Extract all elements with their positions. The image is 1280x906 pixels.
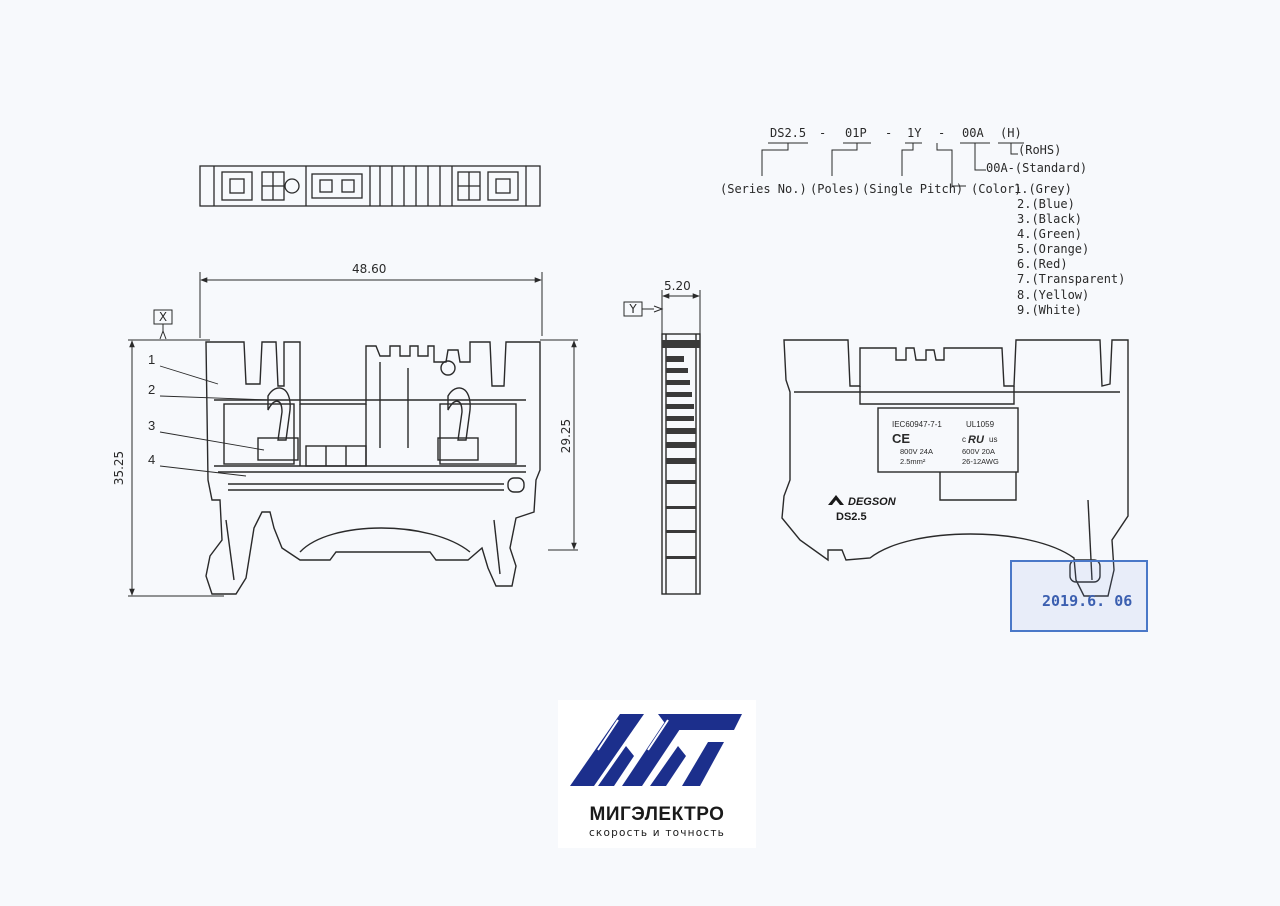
brand-tagline: скорость и точность — [588, 827, 726, 839]
color-option: 6.(Red) — [1017, 257, 1068, 271]
width-dimension: 48.60 — [352, 262, 386, 276]
iec-wire-size: 2.5mm² — [900, 457, 926, 466]
depth-dimension: 5.20 — [664, 279, 691, 293]
total-height-dimension: 35.25 — [112, 451, 126, 485]
code-sep-3: - — [938, 126, 945, 140]
color-option: 4.(Green) — [1017, 227, 1082, 241]
color-option: 5.(Orange) — [1017, 242, 1089, 256]
standard-label: 00A-(Standard) — [986, 161, 1087, 175]
ul-wire-size: 26-12AWG — [962, 457, 999, 466]
ul-standard: UL1059 — [966, 420, 995, 429]
color-option: 3.(Black) — [1017, 212, 1082, 226]
ul-recognized-mark: RU — [968, 434, 985, 446]
color-label: (Color) — [971, 182, 1022, 196]
side-view: 5.20 Y — [623, 279, 701, 595]
date-stamp: 2019.6. 06 — [1010, 560, 1148, 632]
datum-x: X — [159, 310, 167, 324]
color-option: 8.(Yellow) — [1017, 288, 1089, 302]
part-code-diagram: DS2.5 - 01P - 1Y - 00A (H) (RoHS) 00A-(S… — [720, 126, 1125, 317]
rohs-label: (RoHS) — [1018, 143, 1061, 157]
color-option: 2.(Blue) — [1017, 197, 1075, 211]
rear-view: IEC60947-7-1 UL1059 CE c RU us 800V 24A … — [781, 339, 1129, 597]
inner-height-dimension: 29.25 — [559, 419, 573, 453]
ru-us: us — [989, 435, 997, 444]
code-sep-1: - — [819, 126, 826, 140]
iec-rating: 800V 24A — [900, 447, 933, 456]
code-rohs-flag: (H) — [1000, 126, 1022, 140]
callout-3: 3 — [148, 418, 155, 433]
rating-label: IEC60947-7-1 UL1059 CE c RU us 800V 24A … — [892, 420, 999, 466]
top-view — [199, 165, 541, 207]
callout-4: 4 — [148, 452, 155, 467]
color-option: 7.(Transparent) — [1017, 272, 1125, 286]
code-pitch: 1Y — [907, 126, 922, 140]
ce-mark: CE — [892, 431, 910, 446]
callout-1: 1 — [148, 352, 155, 367]
model-name: DS2.5 — [836, 511, 867, 523]
mig-logo-icon — [570, 714, 742, 786]
color-option: 9.(White) — [1017, 303, 1082, 317]
code-poles: 01P — [845, 126, 867, 140]
iec-standard: IEC60947-7-1 — [892, 420, 942, 429]
pitch-label: (Single Pitch) — [862, 182, 963, 196]
ru-c: c — [962, 435, 966, 444]
degson-logo-icon — [828, 495, 844, 505]
series-label: (Series No.) — [720, 182, 807, 196]
poles-label: (Poles) — [810, 182, 861, 196]
color-option: 1.(Grey) — [1014, 182, 1072, 196]
datum-y: Y — [628, 302, 637, 316]
ul-rating: 600V 20A — [962, 447, 995, 456]
front-view: 48.60 35.25 29.25 X — [112, 262, 578, 597]
company-logo: МИГЭЛЕКТРО скорость и точность — [558, 700, 756, 848]
brand-name: МИГЭЛЕКТРО — [589, 804, 725, 825]
stamp-date: 2019.6. 06 — [1042, 592, 1133, 610]
callout-2: 2 — [148, 382, 155, 397]
code-color: 00A — [962, 126, 984, 140]
code-sep-2: - — [885, 126, 892, 140]
code-series: DS2.5 — [770, 126, 806, 140]
maker-name: DEGSON — [848, 496, 897, 508]
